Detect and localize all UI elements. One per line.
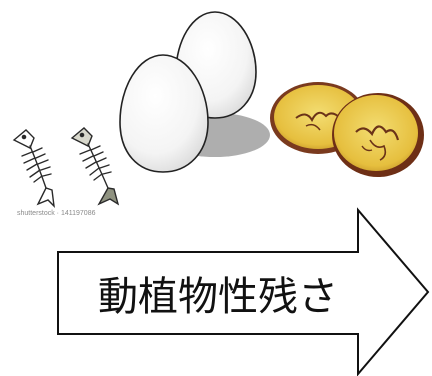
fish-bone-icon (70, 127, 120, 206)
arrow-label: 動植物性残さ (98, 274, 338, 320)
right-arrow-shape (57, 207, 430, 376)
watermark-text: shutterstock · 141197086 (17, 210, 96, 217)
egg-icon (119, 54, 209, 173)
fish-bone-icon (12, 129, 55, 208)
sweet-potato-icon (270, 82, 424, 177)
